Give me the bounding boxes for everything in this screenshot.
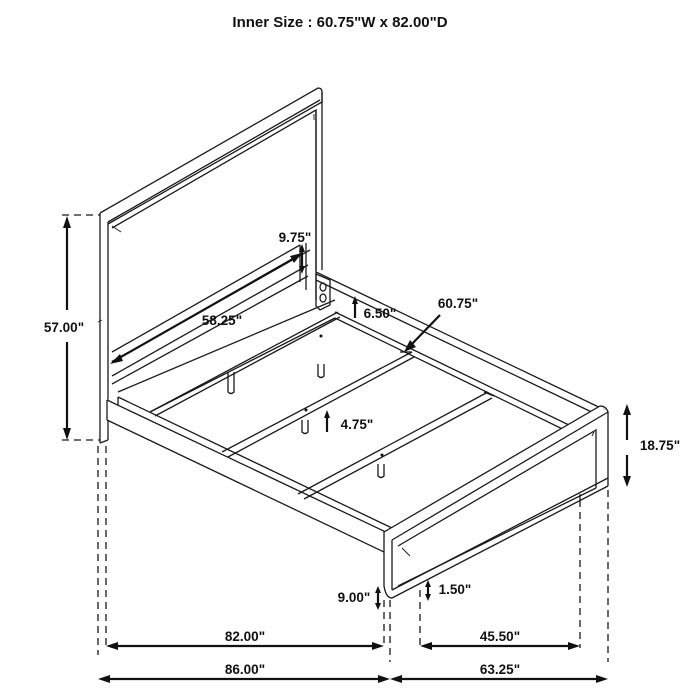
headboard bbox=[97, 87, 323, 444]
bed-frame bbox=[106, 271, 606, 553]
label-side-rail-height: 6.50" bbox=[364, 306, 397, 321]
footboard bbox=[383, 405, 609, 599]
label-rail-gap: 9.75" bbox=[279, 230, 312, 245]
label-footboard-inner-width: 45.50" bbox=[480, 629, 520, 644]
label-headboard-height: 57.00" bbox=[44, 320, 84, 335]
label-inner-length: 82.00" bbox=[225, 629, 265, 644]
label-overall-length: 86.00" bbox=[225, 662, 265, 677]
label-footboard-base-offset: 1.50" bbox=[439, 582, 472, 597]
dimension-arrows bbox=[63, 216, 631, 683]
label-footboard-height: 18.75" bbox=[640, 438, 680, 453]
label-slat-span: 60.75" bbox=[438, 296, 478, 311]
dimension-labels: 57.00" 58.25" 9.75" 6.50" 60.75" 4.75" 1… bbox=[44, 230, 680, 677]
extension-lines bbox=[62, 214, 609, 662]
label-support-leg-height: 4.75" bbox=[341, 417, 374, 432]
label-footboard-clearance: 9.00" bbox=[338, 590, 371, 605]
support-legs bbox=[227, 334, 385, 479]
label-headboard-panel-width: 58.25" bbox=[202, 313, 242, 328]
label-overall-width: 63.25" bbox=[480, 662, 520, 677]
diagram-title: Inner Size : 60.75"W x 82.00"D bbox=[232, 14, 447, 31]
